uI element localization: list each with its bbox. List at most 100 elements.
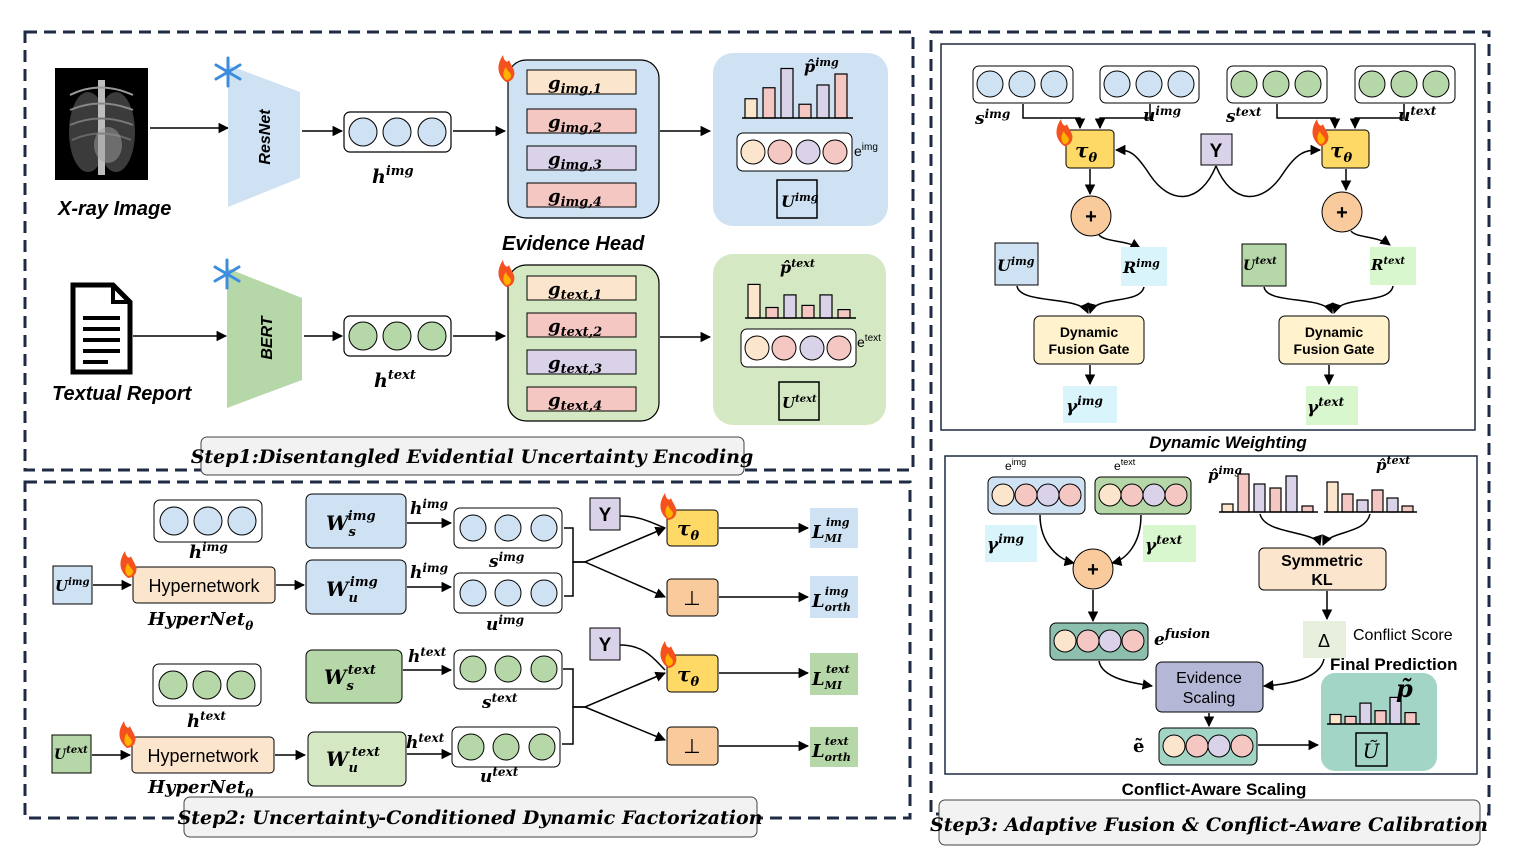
p-text-bars-step3 <box>1324 481 1417 513</box>
snowflake-icon <box>214 56 242 88</box>
bert-encoder <box>227 268 302 408</box>
wu-text-label: Wutext <box>326 745 380 776</box>
y-box-img <box>589 497 621 531</box>
p-img-bar-1 <box>744 98 758 119</box>
connector-y-tau-img3 <box>1114 144 1217 198</box>
wu-text-box <box>307 731 407 787</box>
h-text-on-wu: htext <box>406 731 445 753</box>
connector-y-tau-img <box>619 515 666 529</box>
dynamic-fusion-gate-text <box>1278 315 1390 365</box>
tau-text-label: τθ <box>677 662 699 690</box>
perp-img-label: ⊥ <box>683 588 700 610</box>
r-img-label: Rimg <box>1122 257 1160 277</box>
connector-y-tau-text <box>619 644 666 671</box>
hypernetwork-text <box>131 736 275 774</box>
g-img-stack <box>526 69 637 208</box>
p-img-step3-label: p̂img <box>1208 464 1242 484</box>
evidence-head-label: Evidence Head <box>502 233 645 255</box>
p-img-bar-5 <box>816 84 830 119</box>
fire-icon <box>119 721 136 748</box>
gamma-text-box-2 <box>1143 525 1196 562</box>
step2-h-img-label: himg <box>189 540 228 563</box>
s-img-step3-label: simg <box>974 107 1010 129</box>
p-text-bar-4 <box>801 304 815 319</box>
evidence-scaling-box <box>1155 661 1264 713</box>
dfg-text-line1: Dynamic <box>1305 324 1364 340</box>
p-text3-bar-2 <box>1341 493 1354 513</box>
e-img-vector <box>736 132 853 172</box>
s-text-step3-label: stext <box>1225 105 1262 127</box>
evidence-scaling-line1: Evidence <box>1176 670 1242 687</box>
u-img-box <box>776 179 818 219</box>
e-text-label: etext <box>857 333 881 350</box>
hypernet-theta-text: HyperNetθ <box>147 777 253 801</box>
p-tilde-label: p̃ <box>1396 674 1413 703</box>
xray-image <box>55 68 148 180</box>
perp-img-box <box>666 578 719 617</box>
p-img-bar-3 <box>780 67 794 119</box>
arrow-rimg-gate <box>1087 286 1145 315</box>
hypernet-theta-img: HyperNetθ <box>147 609 253 633</box>
p-text-bar-2 <box>765 306 779 319</box>
tau-img-label: τθ <box>677 516 699 544</box>
conflict-scaling-frame <box>944 455 1478 775</box>
s-img-label: simg <box>488 550 524 572</box>
connector-stext-tau3 <box>1276 104 1341 130</box>
e-fusion-vector <box>1049 622 1149 661</box>
tau-img-step3-box <box>1065 129 1115 169</box>
connector-utext-tau3 <box>1349 104 1405 130</box>
arrow-pimg-kl <box>1259 513 1322 546</box>
gamma-img-box <box>1063 386 1117 423</box>
e-img-vector-step3 <box>987 476 1086 515</box>
p-text3-bar-3 <box>1356 499 1369 513</box>
tau-text-step3-box <box>1321 129 1370 169</box>
resnet-encoder <box>228 65 300 207</box>
p-tilde-bar-6 <box>1404 711 1417 725</box>
sym-kl-line2: KL <box>1311 572 1333 589</box>
arrow-utext-gate <box>1263 286 1334 314</box>
p-text3-bar-4 <box>1371 489 1384 513</box>
p-tilde-bars <box>1327 696 1420 725</box>
ws-img-label: Wsimg <box>326 509 376 540</box>
h-text-vector <box>343 315 452 357</box>
plus-text-label: + <box>1336 202 1348 224</box>
tau-text-step3-label: τθ <box>1330 138 1352 166</box>
dfg-img-line1: Dynamic <box>1060 324 1119 340</box>
fire-icon <box>1312 119 1329 146</box>
p-img3-bar-2 <box>1237 473 1250 513</box>
arrow-etext-plus <box>1110 514 1142 566</box>
step1-caption-box <box>200 436 745 476</box>
step3-caption-box <box>938 799 1481 846</box>
symmetric-kl-box <box>1258 547 1387 591</box>
u-img-step3-text: Uimg <box>997 255 1035 275</box>
g-text-2: gtext,2 <box>548 316 602 340</box>
hypernetwork-img <box>132 566 276 604</box>
gamma-text-box <box>1306 386 1358 425</box>
step2-u-img-box <box>52 565 93 605</box>
final-prediction-label: Final Prediction <box>1330 655 1458 674</box>
p-img-bar-4 <box>798 103 812 119</box>
s-text-vector <box>453 649 563 690</box>
fire-icon <box>660 493 677 520</box>
tau-img-box <box>666 509 719 547</box>
step2-u-img-label: Uimg <box>55 577 89 595</box>
p-tilde-bar-3 <box>1359 702 1372 725</box>
fire-icon <box>1056 119 1073 146</box>
p-img-bars <box>742 67 853 119</box>
p-text-label: p̂text <box>780 257 815 277</box>
p-text-step3-label: p̂text <box>1376 454 1410 474</box>
p-tilde-bar-4 <box>1374 710 1387 725</box>
s-img-vector-step3 <box>972 65 1074 104</box>
l-mi-text-box <box>810 653 858 695</box>
snowflake-icon <box>213 258 241 290</box>
step2-h-text-label: htext <box>187 709 226 732</box>
l-orth-text: Lorthtext <box>811 735 851 764</box>
dfg-img-line2: Fusion Gate <box>1049 341 1130 357</box>
conflict-score-label: Conflict Score <box>1353 627 1453 644</box>
e-img-step3-label: eimg <box>1005 457 1026 473</box>
ws-text-label: Wstext <box>324 663 376 694</box>
y-box-step3 <box>1200 133 1233 166</box>
p-text-bar-6 <box>837 309 851 319</box>
p-text3-bar-5 <box>1386 497 1399 513</box>
arrow-plus-rimg <box>1098 234 1141 249</box>
